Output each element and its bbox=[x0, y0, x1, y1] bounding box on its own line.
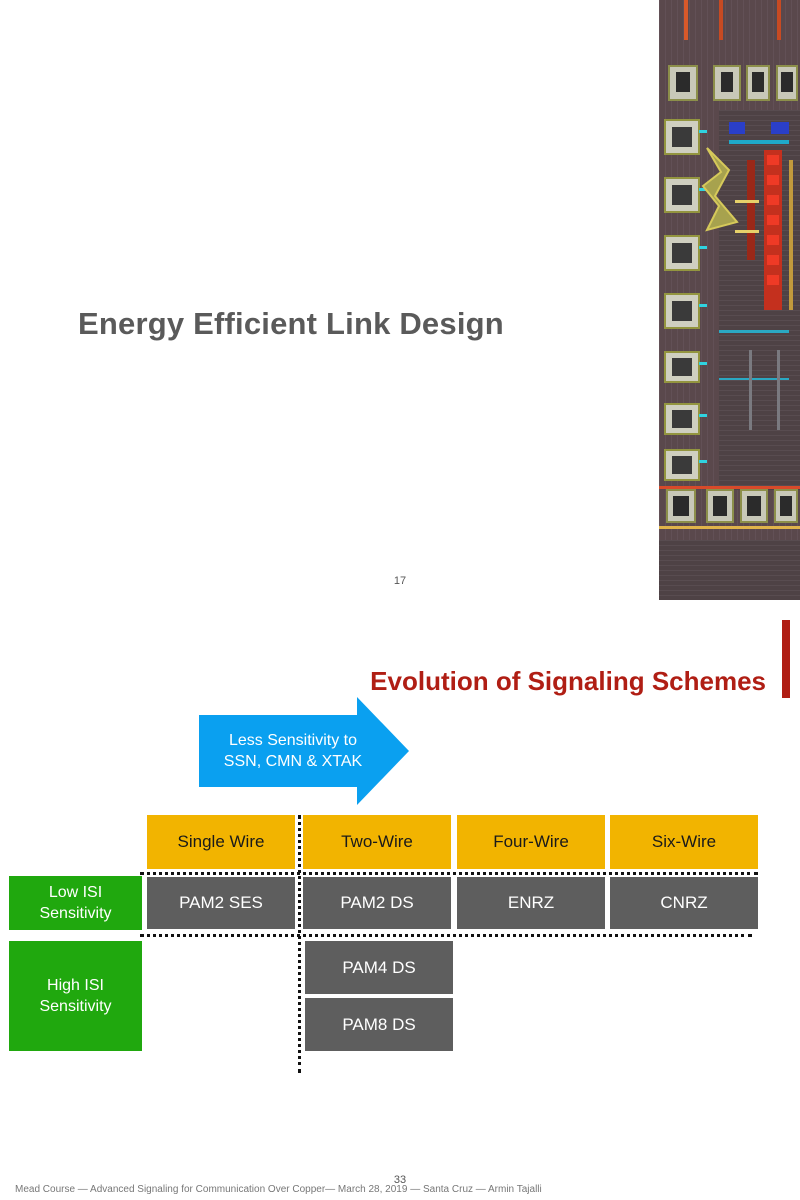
cell-pam4-ds: PAM4 DS bbox=[305, 941, 453, 994]
row-label-line-1: High ISI bbox=[47, 977, 104, 994]
cell-enrz: ENRZ bbox=[457, 877, 605, 929]
chip-die-photo-graphic bbox=[659, 0, 800, 600]
row-label-line-2: Sensitivity bbox=[39, 905, 112, 922]
slide-evolution-of-signaling-schemes: Evolution of Signaling Schemes Less Sens… bbox=[0, 600, 800, 1200]
column-header-four-wire: Four-Wire bbox=[457, 815, 605, 869]
page-number: 33 bbox=[393, 1174, 407, 1186]
slide-title: Evolution of Signaling Schemes bbox=[370, 666, 766, 696]
cell-pam2-ds: PAM2 DS bbox=[303, 877, 451, 929]
dotted-divider bbox=[140, 934, 752, 937]
column-header-two-wire: Two-Wire bbox=[303, 815, 451, 869]
row-label-low-isi: Low ISI Sensitivity bbox=[9, 876, 142, 930]
slide-title: Energy Efficient Link Design bbox=[78, 306, 504, 341]
arrow-caption-line-1: Less Sensitivity to bbox=[228, 732, 358, 749]
chip-die-photo-image bbox=[659, 0, 800, 600]
column-header-six-wire: Six-Wire bbox=[610, 815, 758, 869]
slide-energy-efficient-link-design: Energy Efficient Link Design 17 bbox=[78, 0, 800, 600]
cell-pam8-ds: PAM8 DS bbox=[305, 998, 453, 1051]
cell-cnrz: CNRZ bbox=[610, 877, 758, 929]
row-label-line-1: Low ISI bbox=[48, 884, 103, 901]
accent-bar bbox=[782, 620, 790, 698]
page-number: 17 bbox=[393, 575, 407, 587]
row-label-high-isi: High ISI Sensitivity bbox=[9, 941, 142, 1051]
arrow-caption-line-2: SSN, CMN & XTAK bbox=[223, 753, 363, 770]
arrow-right-icon bbox=[199, 697, 409, 805]
arrow-caption: Less Sensitivity to SSN, CMN & XTAK bbox=[205, 730, 381, 772]
cell-pam2-ses: PAM2 SES bbox=[147, 877, 295, 929]
dotted-divider-vertical bbox=[298, 815, 301, 1073]
column-header-single-wire: Single Wire bbox=[147, 815, 295, 869]
dotted-divider bbox=[140, 872, 758, 875]
footer-text: Mead Course — Advanced Signaling for Com… bbox=[15, 1184, 542, 1195]
row-label-line-2: Sensitivity bbox=[39, 998, 112, 1015]
